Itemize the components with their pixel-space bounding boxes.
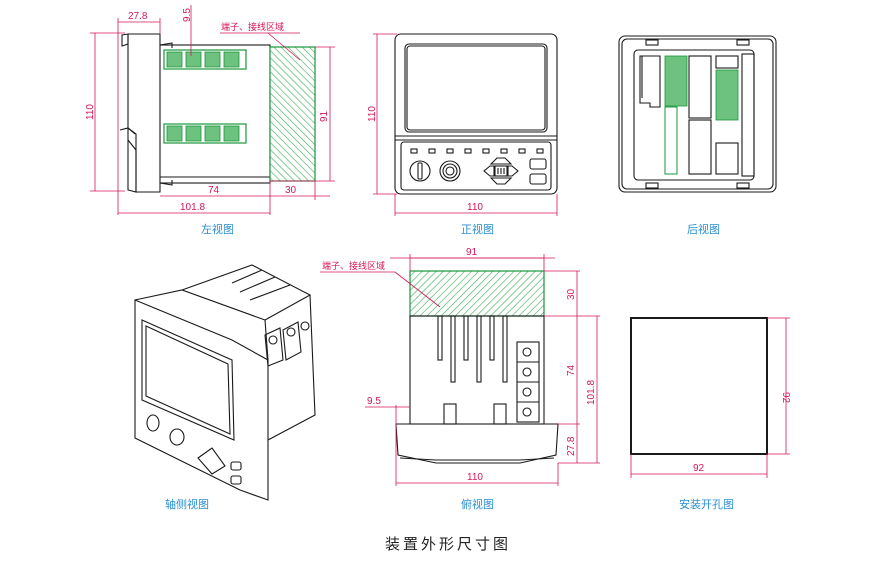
dim-terminal-width: 91	[466, 247, 478, 258]
dim-wiring-depth: 30	[285, 185, 297, 196]
note-leader	[267, 32, 301, 61]
front-bezel	[127, 34, 137, 193]
dim-body-depth: 74	[208, 185, 220, 196]
front-bezel-iso	[134, 299, 269, 501]
led-indicators	[410, 148, 544, 154]
escape-key-icon	[529, 173, 547, 185]
front-frame	[394, 33, 558, 195]
front-view: 110 110 正视图	[367, 33, 558, 236]
cutout-square	[630, 317, 768, 455]
dim-cutout-width: 92	[693, 463, 705, 474]
dim-front-height: 110	[367, 106, 378, 122]
bezel-clip	[119, 127, 136, 135]
nav-keys-icon	[483, 157, 519, 185]
top-view: 91 30 74 101.8 27.8 9.5 110 端子、接线区域 俯视图	[320, 247, 600, 511]
dim-terminal-offset: 9.5	[182, 8, 193, 22]
cutout-view: 92 92 安装开孔图	[630, 317, 791, 511]
page-title: 装置外形尺寸图	[385, 535, 511, 553]
rear-terminal-block-a	[664, 55, 688, 107]
bezel-top-lip	[121, 33, 129, 47]
caption-top-view: 俯视图	[461, 497, 494, 511]
keypad-panel	[400, 141, 552, 191]
rear-slot	[741, 53, 755, 177]
dim-wiring-depth-top: 30	[566, 288, 577, 300]
wiring-zone-note-top: 端子、接线区域	[322, 260, 385, 272]
terminal-block-top	[163, 49, 247, 70]
dim-cutout-height: 92	[780, 392, 791, 404]
caption-axonometric-view: 轴侧视图	[165, 497, 209, 511]
dim-front-depth: 27.8	[128, 11, 148, 22]
dim-body-depth-top: 74	[566, 364, 577, 376]
display-screen	[404, 43, 548, 133]
knob-icon	[439, 160, 461, 182]
rear-frame	[618, 35, 777, 193]
dim-top-width: 110	[467, 472, 483, 483]
dim-total-depth-top: 101.8	[586, 380, 597, 405]
top-front-bezel	[395, 423, 559, 464]
switch-iso	[146, 414, 160, 432]
dim-front-width: 110	[467, 202, 483, 213]
vent-ribs	[437, 315, 508, 383]
rear-terminal-block-b	[664, 106, 678, 175]
wiring-zone-hatch-top	[409, 270, 545, 317]
wiring-zone-hatch	[269, 46, 316, 182]
dim-total-depth: 101.8	[180, 202, 205, 213]
dim-front-depth-top: 27.8	[566, 436, 577, 456]
caption-left-view: 左视图	[201, 222, 234, 236]
note-leader-top	[394, 271, 441, 308]
dim-terminal-height: 91	[319, 110, 330, 122]
rear-window	[639, 55, 661, 108]
enter-key-icon	[529, 158, 547, 170]
caption-rear-view: 后视图	[687, 222, 720, 236]
axonometric-view: 轴侧视图	[134, 264, 316, 511]
dim-terminal-offset-top: 9.5	[367, 396, 381, 407]
nav-keys-iso	[197, 447, 226, 475]
terminal-block-bottom	[163, 123, 247, 144]
terminal-screws-iso	[264, 321, 310, 367]
dim-height: 110	[85, 104, 96, 120]
terminal-block-side	[516, 341, 540, 423]
power-switch-icon	[409, 160, 431, 182]
rear-view: 后视图	[618, 35, 777, 236]
wiring-zone-note: 端子、接线区域	[221, 21, 284, 33]
knob-iso	[169, 428, 185, 446]
body-top	[181, 264, 312, 321]
screen-iso	[141, 319, 235, 441]
rear-terminal-block-c	[715, 69, 739, 121]
body-side	[267, 294, 316, 441]
left-view: 27.8 9.5 110 91 74 30 101.8 端子、接线区域 左视图	[85, 5, 335, 236]
body-clips	[159, 42, 173, 186]
caption-front-view: 正视图	[461, 222, 494, 236]
caption-cutout-view: 安装开孔图	[679, 497, 734, 511]
front-bezel-outline	[127, 33, 161, 193]
